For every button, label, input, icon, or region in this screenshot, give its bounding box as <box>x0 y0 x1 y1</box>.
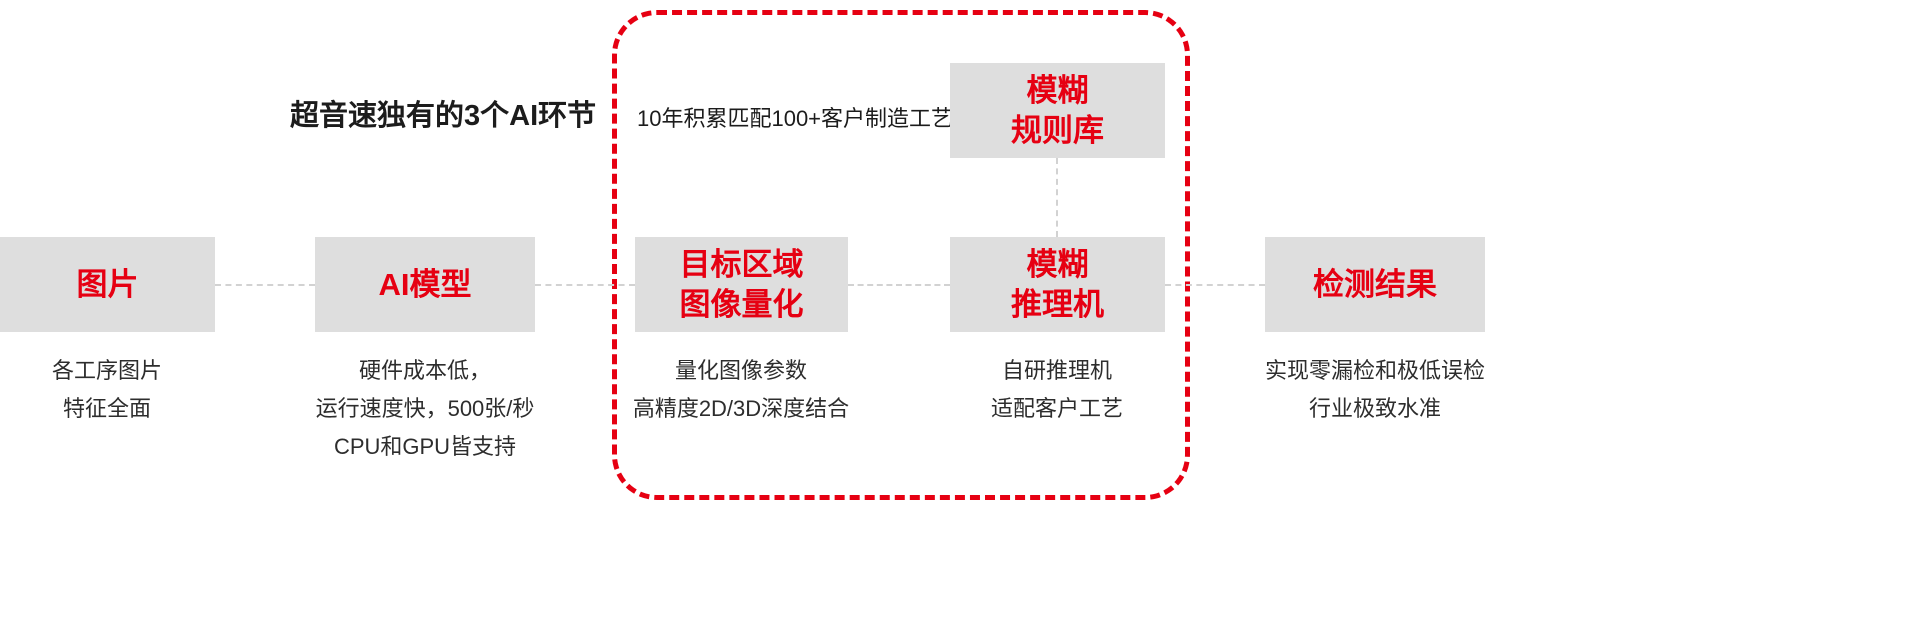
caption-ai-model: 硬件成本低， 运行速度快，500张/秒 CPU和GPU皆支持 <box>245 352 605 466</box>
caption-target-region-line2: 高精度2D/3D深度结合 <box>632 396 850 421</box>
node-target-region-label-line1: 目标区域 <box>679 246 804 282</box>
caption-fuzzy-engine-line1: 自研推理机 <box>1001 358 1112 383</box>
caption-ai-model-line1: 硬件成本低， <box>358 358 491 383</box>
node-image-label: 图片 <box>76 266 139 302</box>
node-fuzzy-rules: 模糊 规则库 <box>950 63 1165 158</box>
caption-fuzzy-engine: 自研推理机 适配客户工艺 <box>907 352 1207 428</box>
caption-ai-model-line2: 运行速度快，500张/秒 <box>315 396 535 421</box>
connector-image-to-aimodel <box>215 284 315 286</box>
node-result: 检测结果 <box>1265 237 1485 332</box>
connector-target-to-fuzzyengine <box>848 284 950 286</box>
frame-note-text: 10年积累匹配100+客户制造工艺 <box>637 106 954 131</box>
caption-result: 实现零漏检和极低误检 行业极致水准 <box>1195 352 1555 428</box>
node-fuzzy-engine: 模糊 推理机 <box>950 237 1165 332</box>
node-fuzzy-rules-label-line1: 模糊 <box>1026 72 1089 108</box>
connector-fuzzyengine-to-result <box>1165 284 1265 286</box>
node-target-region-label-line2: 图像量化 <box>679 286 804 322</box>
caption-result-line2: 行业极致水准 <box>1308 396 1441 421</box>
connector-aimodel-to-target <box>535 284 635 286</box>
caption-image-line2: 特征全面 <box>62 396 151 421</box>
caption-ai-model-line3: CPU和GPU皆支持 <box>333 434 517 459</box>
node-fuzzy-rules-label-line2: 规则库 <box>1011 112 1104 148</box>
caption-image: 各工序图片 特征全面 <box>0 352 257 428</box>
node-ai-model: AI模型 <box>315 237 535 332</box>
connector-rules-to-fuzzyengine <box>1056 158 1058 237</box>
node-fuzzy-engine-label-line1: 模糊 <box>1026 246 1089 282</box>
caption-fuzzy-engine-line2: 适配客户工艺 <box>990 396 1123 421</box>
caption-image-line1: 各工序图片 <box>51 358 162 383</box>
node-image: 图片 <box>0 237 215 332</box>
node-target-region: 目标区域 图像量化 <box>635 237 848 332</box>
diagram-title: 超音速独有的3个AI环节 <box>290 100 597 132</box>
caption-target-region-line1: 量化图像参数 <box>674 358 807 383</box>
node-ai-model-label: AI模型 <box>378 266 472 302</box>
caption-result-line1: 实现零漏检和极低误检 <box>1264 358 1485 383</box>
node-fuzzy-engine-label-line2: 推理机 <box>1011 286 1104 322</box>
caption-target-region: 量化图像参数 高精度2D/3D深度结合 <box>571 352 911 428</box>
ai-steps-dashed-frame <box>612 10 1190 500</box>
node-result-label: 检测结果 <box>1313 266 1437 302</box>
